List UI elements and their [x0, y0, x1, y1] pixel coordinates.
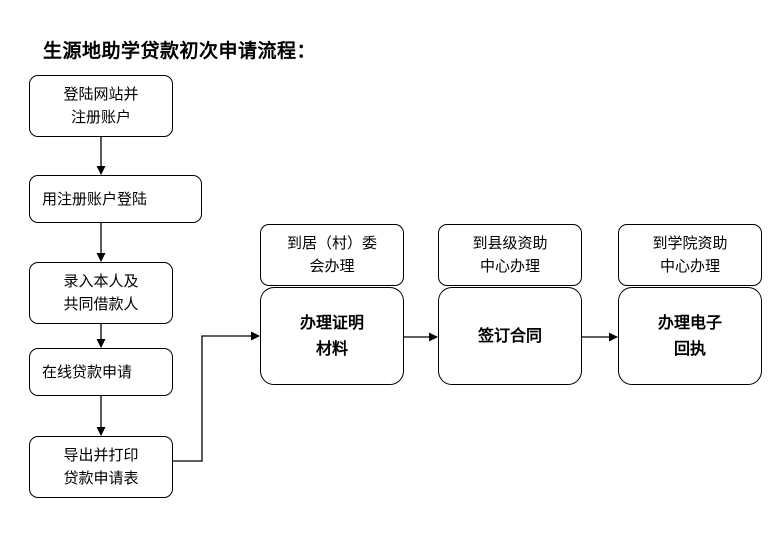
step-college-center-box: 到学院资助 中心办理 — [618, 224, 762, 286]
step-county-center-box: 到县级资助 中心办理 — [438, 224, 582, 286]
step-college-center-label: 到学院资助 中心办理 — [652, 234, 728, 275]
step-county-center-label: 到县级资助 中心办理 — [472, 234, 548, 275]
step-enter-info-label: 录入本人及 共同借款人 — [63, 272, 139, 313]
arrow-export-to-prepare-docs — [173, 331, 260, 462]
step-sign-contract-label: 签订合同 — [477, 326, 542, 345]
page-title: 生源地助学贷款初次申请流程： — [43, 40, 317, 62]
step-export-print-box: 导出并打印 贷款申请表 — [29, 436, 173, 498]
step-prepare-docs-box: 办理证明 材料 — [260, 287, 404, 385]
step-login-box: 用注册账户登陆 — [29, 175, 202, 223]
step-prepare-docs-label: 办理证明 材料 — [299, 313, 364, 358]
step-sign-contract-box: 签订合同 — [438, 287, 582, 385]
step-enter-info-box: 录入本人及 共同借款人 — [29, 262, 173, 324]
step-register-box: 登陆网站并 注册账户 — [29, 75, 173, 137]
step-e-receipt-box: 办理电子 回执 — [618, 287, 762, 385]
step-village-committee-box: 到居（村）委 会办理 — [260, 224, 404, 286]
step-export-print-label: 导出并打印 贷款申请表 — [63, 446, 139, 487]
step-login-label: 用注册账户登陆 — [42, 189, 148, 208]
step-apply-online-label: 在线贷款申请 — [42, 362, 133, 381]
step-register-label: 登陆网站并 注册账户 — [63, 85, 139, 126]
step-village-committee-label: 到居（村）委 会办理 — [286, 234, 377, 275]
step-apply-online-box: 在线贷款申请 — [29, 348, 173, 396]
step-e-receipt-label: 办理电子 回执 — [657, 313, 722, 358]
